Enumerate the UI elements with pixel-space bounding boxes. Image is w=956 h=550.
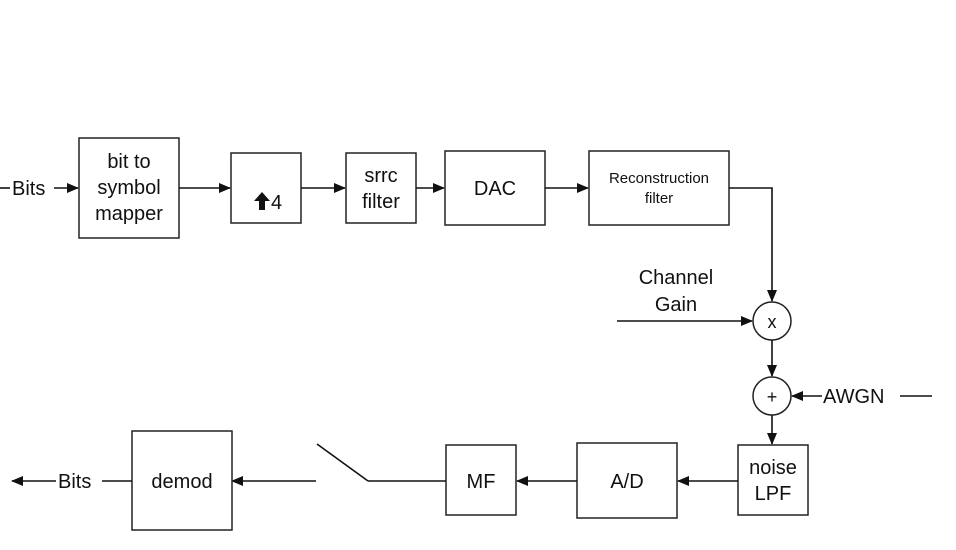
reconstruction-label-line2: filter <box>645 190 673 207</box>
srrc-label-line1: srrc <box>364 165 397 187</box>
mapper-label-line2: symbol <box>97 177 160 199</box>
output-bits-label: Bits <box>58 471 91 493</box>
bit-to-symbol-mapper-block: bit to symbol mapper <box>78 137 180 239</box>
upsampler-block: 4 <box>230 152 302 224</box>
up-arrow-icon <box>254 192 270 210</box>
srrc-filter-block: srrc filter <box>345 152 417 224</box>
noise-lpf-label-line1: noise <box>749 457 797 479</box>
awgn-label: AWGN <box>823 386 884 408</box>
ad-label: A/D <box>610 471 643 493</box>
input-bits-label: Bits <box>12 178 45 200</box>
add-symbol: + <box>767 387 778 407</box>
noise-lpf-label-line2: LPF <box>755 483 792 505</box>
ad-converter-block: A/D <box>576 442 678 519</box>
demod-block: demod <box>131 430 233 531</box>
noise-lpf-block: noise LPF <box>737 444 809 516</box>
matched-filter-block: MF <box>445 444 517 516</box>
upsample-factor-label: 4 <box>271 192 282 214</box>
mf-label: MF <box>467 471 496 493</box>
dac-block: DAC <box>444 150 546 226</box>
reconstruction-label-line1: Reconstruction <box>609 170 709 187</box>
mapper-label-line3: mapper <box>95 203 163 225</box>
channel-gain-label-line1: Channel <box>639 267 714 289</box>
srrc-label-line2: filter <box>362 191 400 213</box>
reconstruction-filter-block: Reconstruction filter <box>588 150 730 226</box>
multiplier-node: x <box>752 301 792 341</box>
dac-label: DAC <box>474 178 516 200</box>
channel-gain-label-line2: Gain <box>655 294 697 316</box>
demod-label: demod <box>151 471 212 493</box>
adder-node: + <box>752 376 792 416</box>
multiply-symbol: x <box>768 312 777 332</box>
arrow-reconstruction-to-multiplier <box>729 187 777 302</box>
sampling-switch <box>316 443 369 482</box>
mapper-label-line1: bit to <box>107 151 150 173</box>
